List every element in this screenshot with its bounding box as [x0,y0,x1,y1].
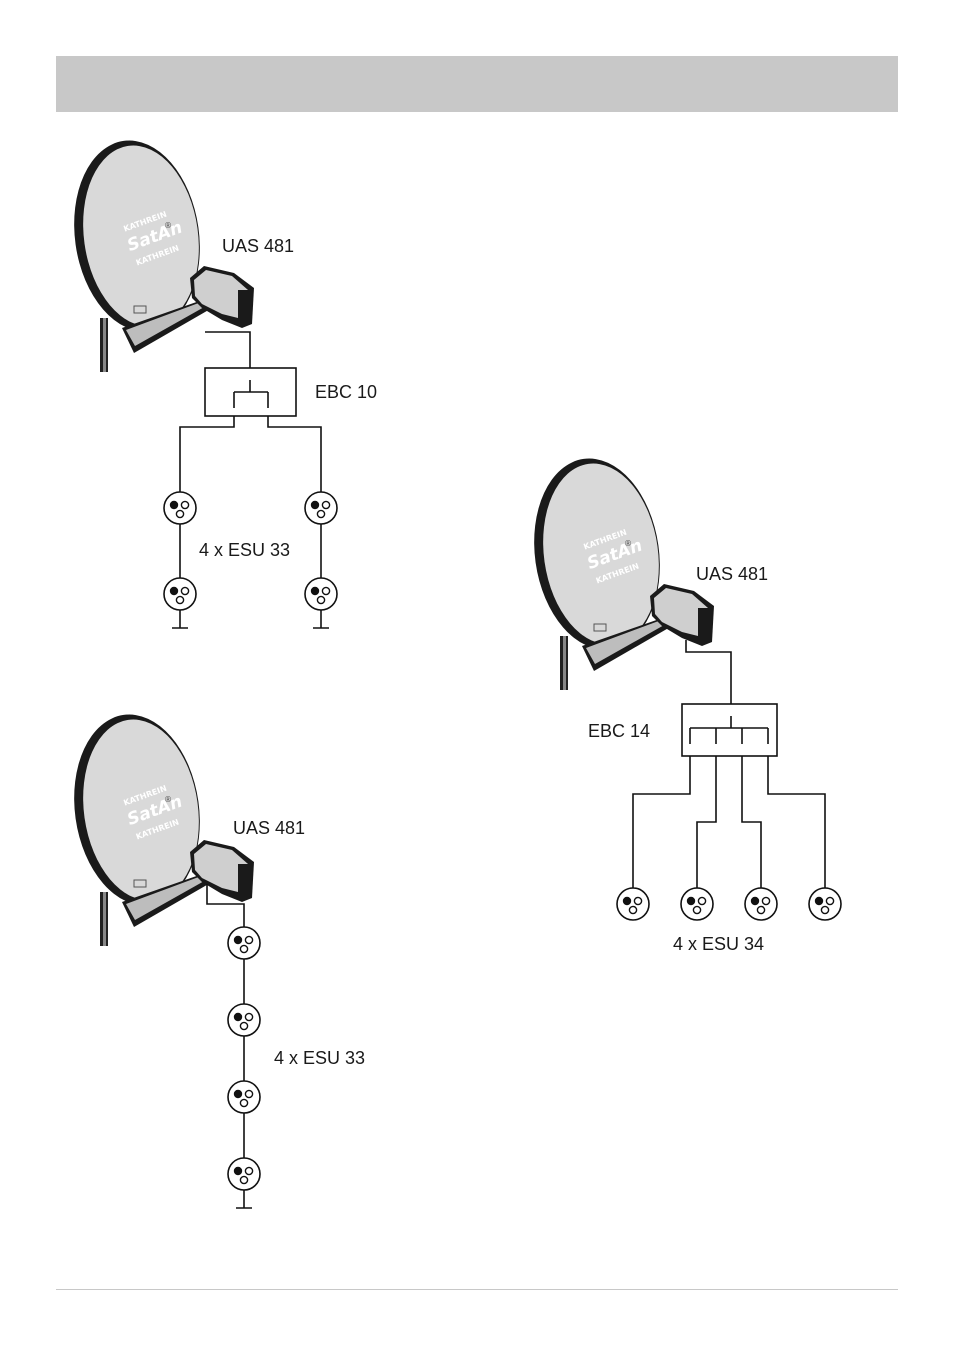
diagram-2: SatAn KATHREIN KATHREIN ® UAS 481 4 x ES… [61,705,365,1209]
outlet-icon [163,577,197,611]
cable [685,640,732,704]
registered-mark: ® [164,221,172,230]
header-bar [56,56,898,112]
switch-label: EBC 10 [315,382,377,402]
switch-symbol [233,380,269,408]
termination-symbol [172,610,188,629]
lnb-label: UAS 481 [696,564,768,584]
outlet-icon [680,887,714,921]
cable [767,756,826,888]
outlet-icon [744,887,778,921]
cable [267,416,322,492]
satellite-dish-icon: SatAn KATHREIN KATHREIN ® [61,131,255,373]
outlet-icon [808,887,842,921]
outlets-label: 4 x ESU 33 [199,540,290,560]
cable [741,756,762,888]
outlet-icon [227,926,261,960]
registered-mark: ® [624,539,632,548]
diagram-1: SatAn KATHREIN KATHREIN ® UAS 481 EBC 10… [61,131,377,629]
outlet-icon [304,577,338,611]
termination-symbol [236,1190,252,1209]
outlet-icon [304,491,338,525]
outlet-icon [163,491,197,525]
outlet-icon [616,887,650,921]
diagram-3: SatAn KATHREIN KATHREIN ® UAS 481 EBC 14… [521,449,842,954]
cable [632,756,691,888]
lnb-label: UAS 481 [222,236,294,256]
outlet-icon [227,1080,261,1114]
cable [205,331,251,368]
cable [206,884,245,927]
switch-label: EBC 14 [588,721,650,741]
satellite-dish-icon: SatAn KATHREIN KATHREIN ® [521,449,715,691]
registered-mark: ® [164,795,172,804]
lnb-label: UAS 481 [233,818,305,838]
switch-symbol [689,716,769,744]
satellite-dish-icon: SatAn KATHREIN KATHREIN ® [61,705,255,947]
outlets-label: 4 x ESU 34 [673,934,764,954]
outlet-icon [227,1003,261,1037]
cable [696,756,717,888]
outlet-icon [227,1157,261,1191]
cable [179,416,235,492]
footer-rule [56,1289,898,1290]
termination-symbol [313,610,329,629]
switch-box [681,703,778,757]
outlets-label: 4 x ESU 33 [274,1048,365,1068]
